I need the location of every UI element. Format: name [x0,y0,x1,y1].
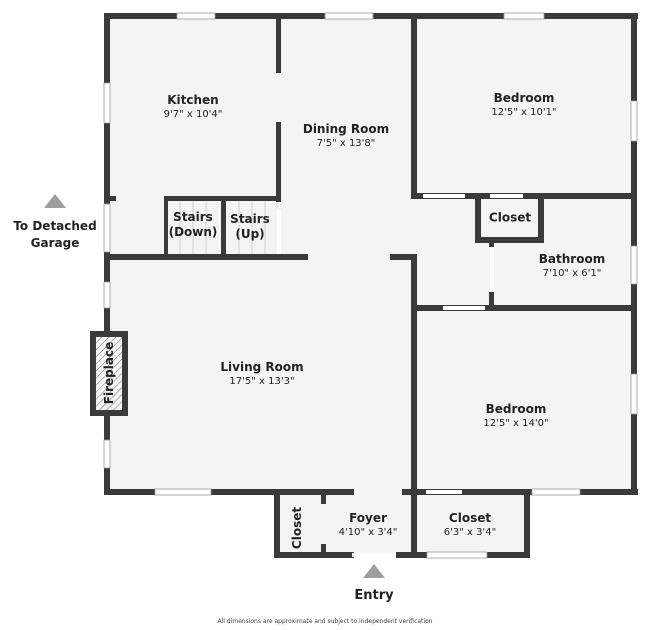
room-hall-closet: Closet [489,211,531,226]
room-bedroom-2: Bedroom 12'5" x 14'0" [483,402,548,430]
door-openings [277,194,523,557]
room-dims: 7'10" x 6'1" [542,268,602,279]
room-name: Dining Room [302,122,390,136]
room-name: Closet [488,210,532,225]
windows [103,12,638,559]
room-dims: 9'7" x 10'4" [163,109,223,120]
fireplace-label: Fireplace [102,341,116,405]
room-name: Stairs [173,210,213,224]
room-living: Living Room 17'5" x 13'3" [220,360,303,388]
garage-arrow-icon [44,194,66,208]
garage-marker-label: To Detached Garage [13,218,96,252]
room-name: Bathroom [538,252,606,266]
room-bedroom-1: Bedroom 12'5" x 10'1" [491,91,556,119]
room-name: Closet [448,511,492,525]
room-kitchen: Kitchen 9'7" x 10'4" [164,93,223,121]
room-name: Living Room [220,360,304,374]
room-name: Foyer [349,511,387,525]
room-sub: (Down) [168,225,218,239]
garage-line-2: Garage [30,236,80,250]
garage-line-1: To Detached [13,219,97,233]
room-name: Bedroom [493,91,555,105]
room-stairs-up: Stairs (Up) [230,212,270,242]
room-stairs-down: Stairs (Down) [169,210,218,240]
room-name: Bedroom [485,402,547,416]
room-name: Stairs [230,212,270,226]
disclaimer-footer: All dimensions are approximate and subje… [217,618,433,625]
entry-marker-label: Entry [354,588,394,603]
room-dims: 12'5" x 10'1" [491,107,557,118]
stairs-treads [179,200,266,255]
room-dims: 17'5" x 13'3" [229,376,295,387]
room-front-closet: Closet 6'3" x 3'4" [444,511,496,539]
room-dims: 12'5" x 14'0" [483,418,549,429]
room-dims: 6'3" x 3'4" [443,527,497,538]
room-dims: 4'10" x 3'4" [338,527,398,538]
room-foyer-closet: Closet [290,506,304,550]
room-bathroom: Bathroom 7'10" x 6'1" [539,252,605,280]
room-name: Kitchen [167,93,219,107]
room-sub: (Up) [235,227,265,241]
entry-arrow-icon [363,564,385,578]
room-foyer: Foyer 4'10" x 3'4" [339,511,398,539]
room-dining: Dining Room 7'5" x 13'8" [303,122,389,150]
room-dims: 7'5" x 13'8" [316,138,376,149]
